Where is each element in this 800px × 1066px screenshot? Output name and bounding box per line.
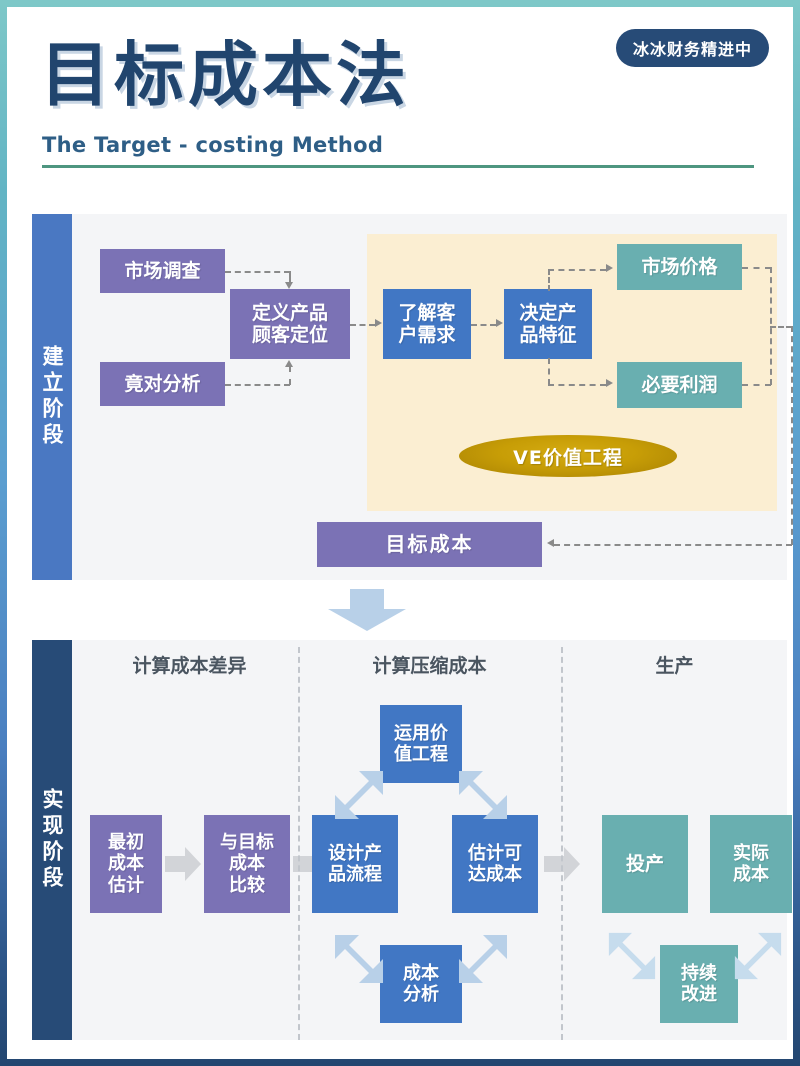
box-line-2: 成本 (229, 853, 265, 875)
box-line-2: 品特征 (519, 324, 577, 346)
establish-stage-panel: 建立阶段 市场调查 竟对分析 定义产品 顾客定位 了解客 户需求 决定产 品特征… (32, 214, 793, 580)
box-line-2: 达成本 (468, 864, 522, 885)
box-define-product-position: 定义产品 顾客定位 (230, 289, 350, 359)
box-compare-with-target: 与目标 成本 比较 (204, 815, 290, 913)
box-line-1: 设计产 (328, 842, 382, 864)
diagonal-arrow-production-to-improvement (606, 930, 658, 987)
box-target-cost: 目标成本 (317, 522, 542, 567)
box-market-research: 市场调查 (100, 249, 225, 293)
stage-label-establish: 建立阶段 (32, 214, 72, 580)
arrowhead-into-define-bottom (285, 360, 293, 367)
box-understand-customer-needs: 了解客 户需求 (383, 289, 471, 359)
diagonal-arrow-design-to-analysis (332, 932, 386, 991)
box-line-1: 与目标 (220, 832, 274, 854)
connector-competitor-up (289, 366, 291, 385)
arrowhead-into-target-cost (547, 539, 554, 547)
column-divider-1 (298, 647, 300, 1040)
connector-research-to-define (225, 271, 290, 273)
column-header-production: 生产 (655, 655, 694, 677)
arrowhead-into-market-price (606, 264, 613, 272)
connector-competitor-to-define (225, 384, 290, 386)
header-divider (42, 165, 754, 168)
arrowhead-into-required-profit (606, 379, 613, 387)
box-start-production: 投产 (602, 815, 688, 913)
ve-value-engineering-ellipse: VE价值工程 (459, 435, 677, 477)
box-initial-cost-estimate: 最初 成本 估计 (90, 815, 162, 913)
implement-stage-panel: 实现阶段 最初 成本 估计 与目标 成本 比较 运用价 值工程 设计产 (32, 640, 792, 1040)
box-line-2: 分析 (403, 984, 439, 1005)
box-line-1: 实际 (733, 842, 769, 864)
column-header-cost-reduction: 计算压缩成本 (372, 655, 487, 677)
connector-decide-down (548, 358, 550, 385)
box-line-2: 户需求 (398, 324, 456, 346)
page-inner: 冰冰财务精进中 目标成本法 The Target - costing Metho… (7, 7, 793, 1059)
box-competitor-analysis: 竟对分析 (100, 362, 225, 406)
connector-right-down (791, 326, 793, 545)
box-line-2: 品流程 (328, 864, 382, 885)
box-actual-cost: 实际 成本 (710, 815, 792, 913)
arrowhead-into-decide (496, 319, 503, 327)
page-subtitle: The Target - costing Method (42, 133, 384, 157)
box-line-2: 成本 (733, 864, 769, 885)
box-estimate-achievable-cost: 估计可 达成本 (452, 815, 538, 913)
connector-research-down (289, 271, 291, 283)
box-line-2: 顾客定位 (251, 324, 328, 346)
arrowhead-into-understand (375, 319, 382, 327)
box-line-2: 改进 (681, 984, 717, 1005)
box-line-1: 估计可 (468, 842, 522, 864)
box-line-2: 成本 (108, 853, 144, 875)
box-line-3: 估计 (108, 874, 144, 896)
column-header-cost-variance: 计算成本差异 (132, 655, 247, 677)
box-line-1: 了解客 (398, 301, 456, 324)
header: 冰冰财务精进中 目标成本法 The Target - costing Metho… (7, 7, 793, 182)
diagonal-arrow-design-to-ve (332, 768, 386, 827)
diagonal-arrow-ve-to-achievable (456, 768, 510, 827)
box-required-profit: 必要利润 (617, 362, 742, 408)
box-decide-product-features: 决定产 品特征 (504, 289, 592, 359)
arrowhead-into-define-top (285, 282, 293, 289)
box-apply-value-engineering: 运用价 值工程 (380, 705, 462, 783)
diagonal-arrow-analysis-to-achievable (456, 932, 510, 991)
connector-decide-to-profit (548, 384, 606, 386)
author-badge: 冰冰财务精进中 (615, 29, 769, 67)
box-line-1: 运用价 (394, 722, 448, 744)
box-design-product-process: 设计产 品流程 (312, 815, 398, 913)
connector-decide-to-price (548, 269, 606, 271)
page-title: 目标成本法 (40, 34, 410, 116)
stage-label-implement: 实现阶段 (32, 640, 72, 1040)
box-market-price: 市场价格 (617, 244, 742, 290)
box-line-1: 决定产 (519, 301, 577, 324)
connector-understand-to-decide (471, 324, 496, 326)
connector-decide-up (548, 269, 550, 291)
box-line-1: 定义产品 (251, 301, 328, 324)
connector-merge-to-right (770, 326, 792, 328)
box-continuous-improvement: 持续 改进 (660, 945, 738, 1023)
box-line-2: 值工程 (394, 744, 448, 765)
connector-define-to-understand (350, 324, 375, 326)
connector-back-to-target (554, 544, 792, 546)
stage-transition-arrow (322, 589, 412, 631)
box-line-1: 最初 (108, 832, 144, 854)
box-cost-analysis: 成本 分析 (380, 945, 462, 1023)
box-line-1: 持续 (681, 962, 717, 984)
box-line-1: 成本 (403, 962, 439, 984)
diagonal-arrow-improvement-to-actual (732, 930, 784, 987)
connector-profit-out (742, 384, 771, 386)
column-divider-2 (561, 647, 563, 1040)
connector-price-out (742, 267, 771, 269)
chevron-arrow-1 (165, 847, 201, 886)
box-line-3: 比较 (229, 874, 265, 896)
